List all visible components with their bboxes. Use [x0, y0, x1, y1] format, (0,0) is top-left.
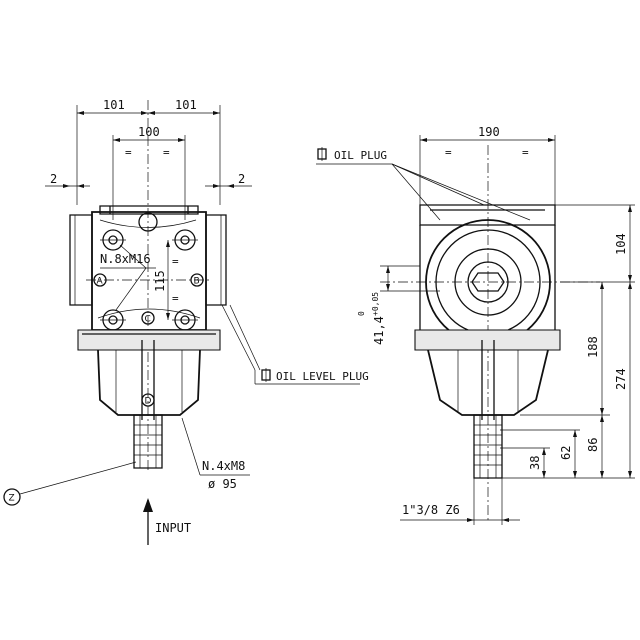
plug-icon — [261, 368, 271, 382]
dim-62: 62 — [559, 446, 573, 460]
dim-274: 274 — [614, 368, 628, 390]
label-b: B — [194, 277, 200, 287]
oil-plug-label: OIL PLUG — [334, 149, 387, 162]
input-label: INPUT — [155, 521, 191, 535]
front-view: 101 101 100 = = 2 2 — [3, 98, 252, 545]
svg-text:=: = — [163, 146, 170, 159]
dim-86: 86 — [586, 438, 600, 452]
front-bolt-holes — [100, 229, 198, 331]
label-z: Z — [9, 494, 15, 504]
svg-text:=: = — [522, 146, 529, 159]
svg-text:=: = — [445, 146, 452, 159]
dim-tolerance-upper: +0,05 — [371, 292, 380, 316]
dim-width: 190 — [478, 125, 500, 139]
dim-right-gap: 2 — [238, 172, 245, 186]
dim-104: 104 — [614, 233, 628, 255]
side-view: 190 = = OIL PLUG — [316, 125, 635, 525]
oil-level-plug-callout: OIL LEVEL PLUG — [221, 304, 369, 385]
flange-bolts-label: N.4xM8 — [202, 459, 245, 473]
dim-188: 188 — [586, 336, 600, 358]
svg-text:=: = — [172, 292, 179, 305]
shaft-spec-label: 1"3/8 Z6 — [402, 503, 460, 517]
bolt-pattern-label: N.8xM16 — [100, 252, 151, 266]
dim-top-right: 101 — [175, 98, 197, 112]
dim-vertical: 115 — [153, 270, 167, 292]
plug-icon — [317, 147, 327, 161]
dim-shaft-height: 41,4 — [372, 316, 386, 345]
dim-left-gap: 2 — [50, 172, 57, 186]
dim-38: 38 — [528, 456, 542, 470]
label-d: D — [145, 397, 152, 407]
label-c: C — [145, 315, 151, 325]
dim-top-left: 101 — [103, 98, 125, 112]
dim-tolerance-lower: 0 — [357, 311, 366, 316]
label-a: A — [97, 277, 104, 287]
oil-level-plug-label: OIL LEVEL PLUG — [276, 370, 369, 383]
svg-text:=: = — [125, 146, 132, 159]
svg-text:=: = — [172, 255, 179, 268]
flange-diameter-label: ø 95 — [208, 477, 237, 491]
dim-center: 100 — [138, 125, 160, 139]
